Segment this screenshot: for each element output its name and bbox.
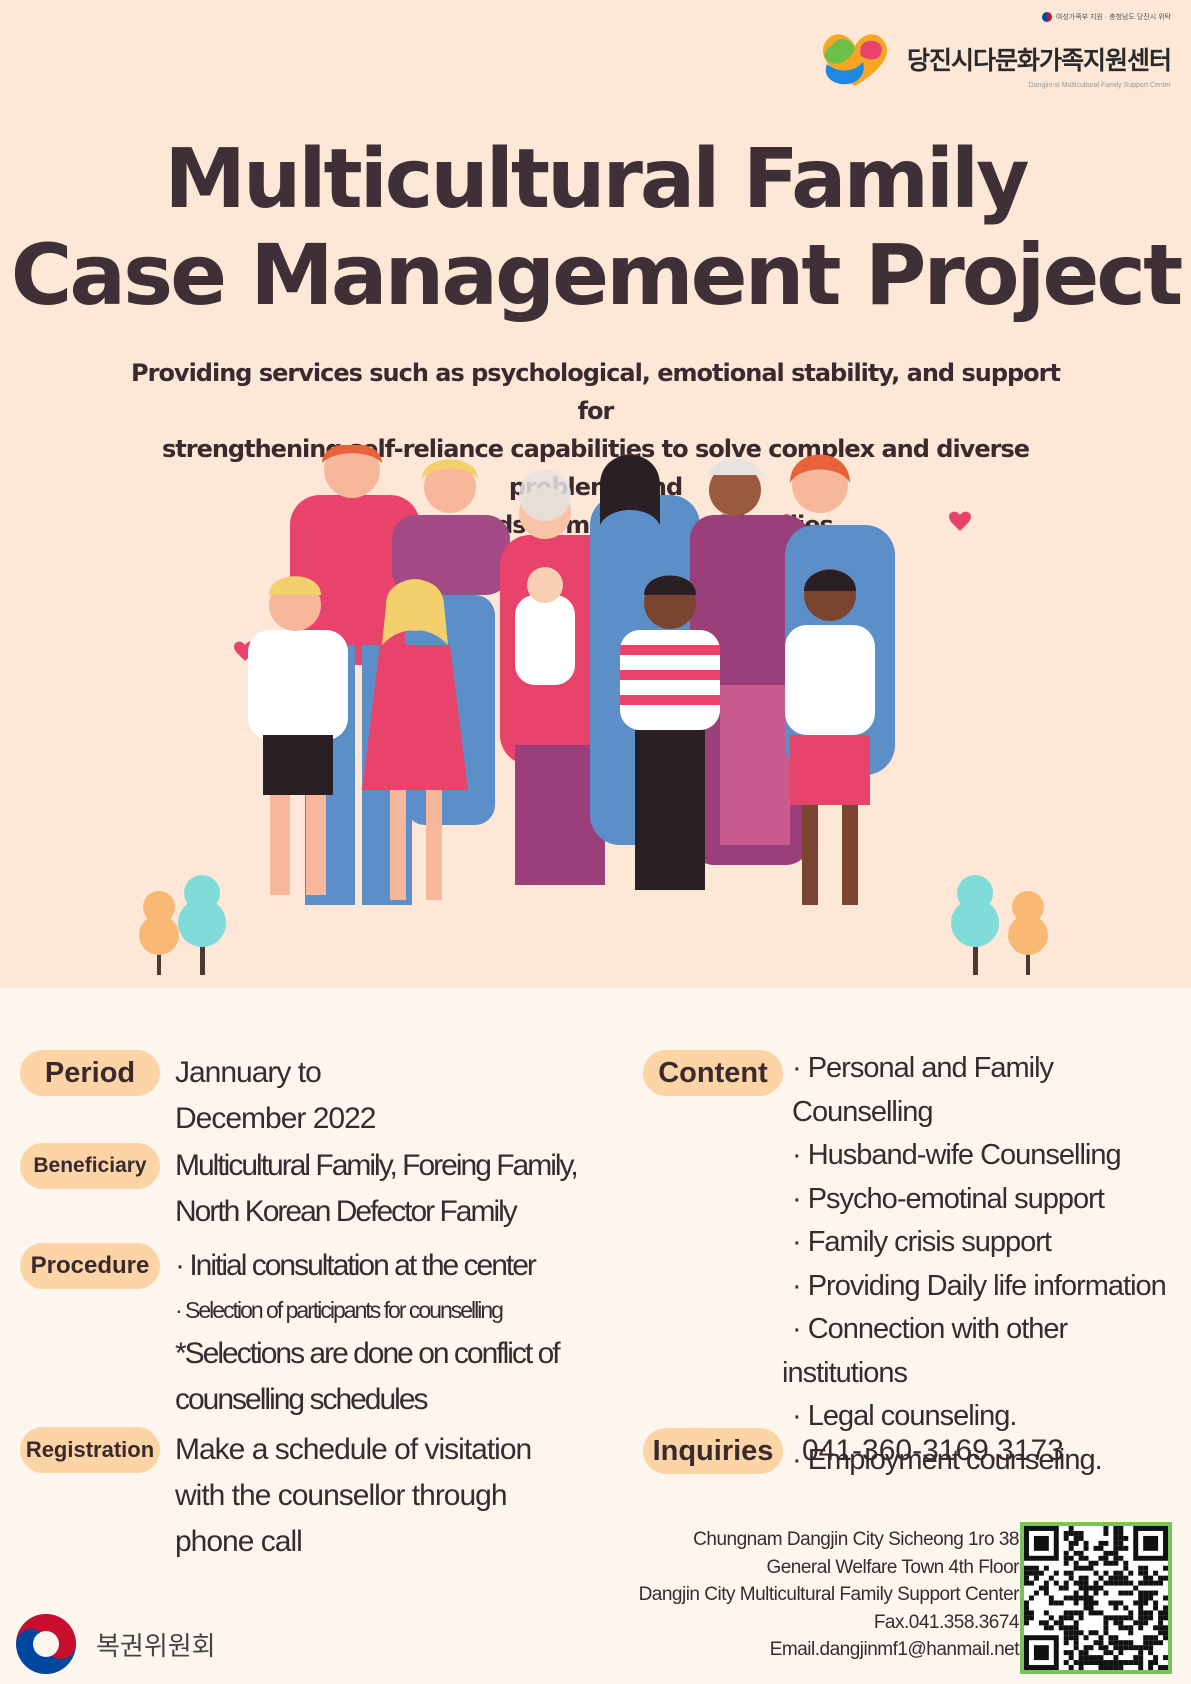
registration-line-1: Make a schedule of visitation: [175, 1433, 532, 1466]
org-english-name: Dangjin-si Multicultural Family Support …: [1028, 82, 1171, 89]
heart-logo-icon: [822, 34, 888, 86]
subtitle-line-1: Providing services such as psychological…: [131, 359, 1061, 425]
procedure-value: · Initial consultation at the center · S…: [175, 1243, 561, 1423]
inquiries-phone: 041-360-3169,3173: [802, 1434, 1064, 1467]
content-item: · Personal and Family Counselling: [792, 1052, 1054, 1128]
tree-right-orange: [1008, 891, 1048, 975]
content-item: · Employment counseling.: [792, 1443, 1103, 1476]
tree-right-teal: [951, 875, 999, 975]
person-boy-striped-shirt: [620, 575, 720, 890]
person-baby: [515, 567, 575, 685]
taegeuk-emblem-icon: [16, 1614, 76, 1674]
period-line-1: Jannuary to: [175, 1056, 322, 1089]
contact-fax: Fax.041.358.3674: [873, 1611, 1020, 1633]
procedure-step-1: · Initial consultation at the center: [175, 1249, 537, 1282]
registration-value: Make a schedule of visitation with the c…: [175, 1427, 532, 1565]
gov-name: 복권위원회: [96, 1631, 216, 1662]
registration-label: Registration: [20, 1427, 160, 1473]
content-item: · Family crisis support: [792, 1226, 1052, 1258]
bottom-section: [0, 988, 1191, 1684]
beneficiary-value: Multicultural Family, Foreing Family, No…: [175, 1143, 579, 1235]
top-section: 여성가족부 지원 · 충청남도 당진시 위탁 당진시다문화가족지원센터 Dang…: [0, 0, 1191, 988]
center-logo: 당진시다문화가족지원센터 Dangjin-si Multicultural Fa…: [815, 28, 1172, 90]
period-label: Period: [20, 1050, 160, 1096]
procedure-step-2: · Selection of participants for counsell…: [175, 1297, 504, 1323]
content-item: · Legal counseling.: [792, 1400, 1017, 1432]
content-label: Content: [643, 1050, 783, 1096]
contact-org: Dangjin City Multicultural Family Suppor…: [638, 1584, 1020, 1605]
tree-left-teal: [178, 875, 226, 975]
taegeuk-icon: [1041, 12, 1052, 22]
inquiries-label: Inquiries: [643, 1428, 783, 1474]
period-value: Jannuary to December 2022: [175, 1050, 376, 1142]
person-girl-pink-dress: [362, 579, 468, 900]
sponsor-line: 여성가족부 지원 · 충청남도 당진시 위탁: [1041, 12, 1171, 22]
procedure-note-2: counselling schedules: [175, 1383, 429, 1416]
content-list: · Personal and Family Counselling · Husba…: [782, 1047, 1191, 1482]
procedure-note-1: *Selections are done on conflict of: [175, 1337, 561, 1370]
org-korean-name: 당진시다문화가족지원센터: [906, 46, 1172, 75]
person-girl-white-top: [785, 569, 875, 905]
heart-icon-right: [949, 511, 971, 531]
content-item: · Psycho-emotinal support: [792, 1182, 1105, 1215]
title-line-2: Case Management Project: [10, 226, 1184, 324]
content-item: · Providing Daily life information: [792, 1269, 1167, 1302]
tree-left-orange: [139, 891, 179, 975]
family-illustration: [139, 445, 1048, 975]
contact-block: Chungnam Dangjin City Sicheong 1ro 38 Ge…: [638, 1526, 1020, 1664]
person-boy-white-shirt: [248, 576, 348, 895]
qr-code-icon: [1024, 1526, 1168, 1670]
registration-line-3: phone call: [175, 1525, 303, 1558]
period-line-2: December 2022: [175, 1102, 376, 1135]
beneficiary-line-2: North Korean Defector Family: [175, 1195, 518, 1228]
address-line-1: Chungnam Dangjin City Sicheong 1ro 38: [693, 1529, 1019, 1550]
beneficiary-label: Beneficiary: [20, 1143, 160, 1189]
address-line-2: General Welfare Town 4th Floor: [766, 1556, 1019, 1578]
contact-email[interactable]: Email.dangjinmf1@hanmail.net: [769, 1639, 1020, 1660]
person-grandfather-purple-coat: [690, 458, 810, 865]
content-item: · Connection with other: [792, 1313, 1068, 1345]
lottery-commission-logo: 복권위원회: [14, 1612, 216, 1676]
title-line-1: Multicultural Family: [164, 132, 1029, 227]
sponsor-text: 여성가족부 지원 · 충청남도 당진시 위탁: [1055, 14, 1171, 21]
registration-line-2: with the counsellor through: [175, 1479, 508, 1512]
qr-code[interactable]: [1020, 1522, 1172, 1674]
content-item: · Husband-wife Counselling: [792, 1139, 1122, 1171]
beneficiary-line-1: Multicultural Family, Foreing Family,: [175, 1149, 579, 1182]
procedure-label: Procedure: [20, 1243, 160, 1289]
content-item: institutions: [782, 1356, 908, 1389]
